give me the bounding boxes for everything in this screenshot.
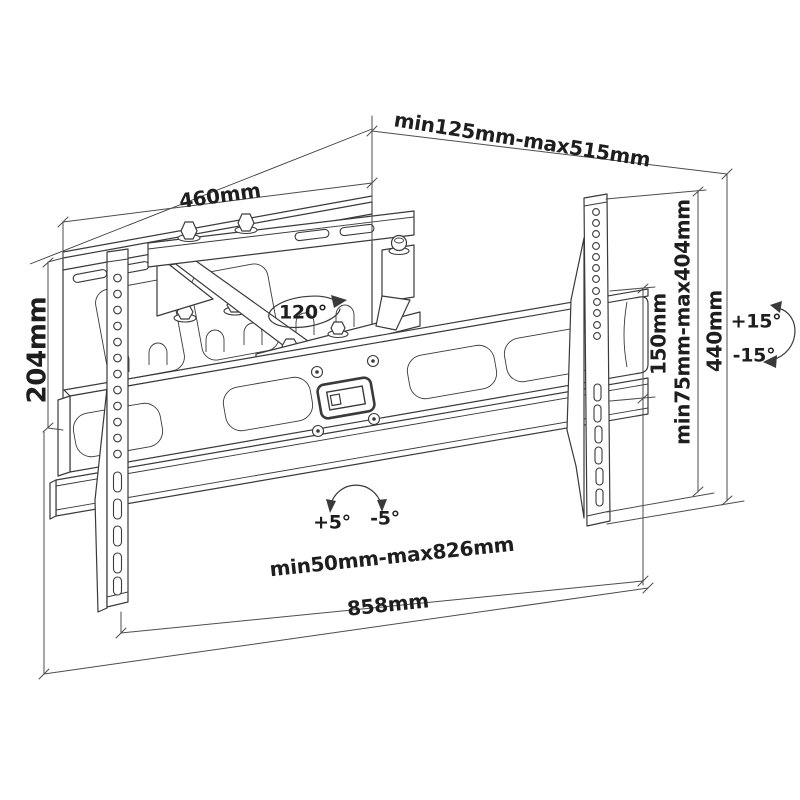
tilt-indicator [763, 301, 796, 368]
arm-nut-left [177, 221, 201, 243]
lower-cross-rail [49, 377, 649, 520]
left-bracket-slots [112, 471, 123, 596]
dim-label-rail-spacing: 150mm [647, 293, 671, 375]
tv-bracket-left [94, 248, 129, 613]
right-bracket-holes [592, 208, 601, 340]
swivel-indicator [268, 295, 347, 329]
front-arm [147, 210, 415, 331]
right-bracket-slots [593, 383, 604, 507]
left-bracket-holes [113, 273, 122, 459]
dimension-lines [38, 125, 733, 680]
crossbar-beam [57, 288, 649, 477]
dim-label-bracket-height: 440mm [703, 290, 727, 372]
dim-label-wall-plate-width: 460mm [178, 178, 262, 213]
dim-label-tilt-down: -15° [733, 345, 776, 367]
level-adjust-indicator [326, 484, 387, 513]
dim-label-extension-depth: min125mm-max515mm [392, 107, 652, 171]
dim-label-tilt-up: +15° [731, 311, 782, 333]
tv-bracket-right [566, 193, 611, 527]
dim-label-total-width: 858mm [346, 588, 430, 620]
wall-perspective-line [29, 128, 373, 265]
dim-label-swivel-angle: 120° [279, 302, 327, 324]
dim-label-vesa-height-range: min75mm-max404mm [671, 199, 695, 445]
dim-label-level-minus: -5° [370, 508, 400, 530]
arm-nut-right [234, 213, 258, 235]
rear-swing-arm [151, 240, 309, 357]
buckle-screws [310, 354, 381, 438]
buckle-latch [316, 376, 376, 420]
pivot-block [375, 234, 415, 331]
dim-label-crossbar-span: min50mm-max826mm [268, 532, 515, 582]
dim-label-wall-plate-height: 204mm [23, 297, 53, 404]
dim-label-level-plus: +5° [313, 512, 351, 534]
extension-lines [43, 115, 745, 675]
